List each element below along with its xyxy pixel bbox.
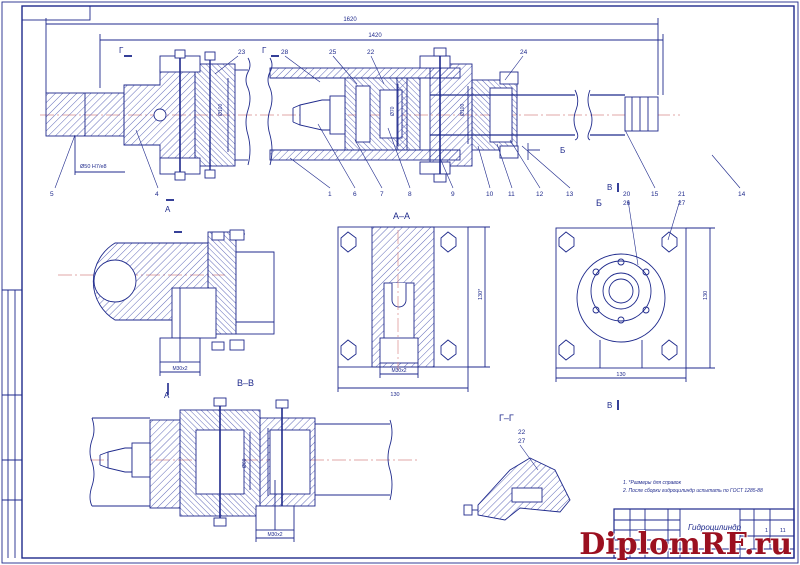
dim-d1: Ø100 <box>218 104 224 116</box>
label-cut-a-top: А <box>165 205 171 214</box>
label-section-gg: Г–Г <box>499 413 514 423</box>
piston-bottom <box>149 419 181 509</box>
balloon-13: 13 <box>566 191 574 198</box>
note-2: 2. После сборки гидроцилиндр испытать по… <box>622 488 763 494</box>
dim-width-2: 130 <box>616 372 625 378</box>
label-arrow-b: Б <box>560 146 565 155</box>
balloon-4: 4 <box>155 191 159 198</box>
piston-nut <box>299 99 331 131</box>
rear-cover <box>194 63 236 167</box>
view-vv <box>58 229 275 395</box>
clevis-eye-bore <box>93 259 137 303</box>
dim-rod-bore: Ø50 H7/e8 <box>80 164 107 170</box>
dim-width-1: 130 <box>390 392 399 398</box>
dim-thread-1: M30x2 <box>172 366 187 372</box>
section-gg <box>463 444 571 521</box>
balloon-7: 7 <box>380 191 384 198</box>
balloon-10: 10 <box>486 191 494 198</box>
balloon-20: 20 <box>623 191 631 198</box>
inner-frame <box>21 5 795 559</box>
end-view-left <box>337 226 490 392</box>
top-stamp <box>21 5 91 21</box>
balloon-28: 28 <box>281 49 289 56</box>
dim-d2: Ø70 <box>390 106 396 116</box>
view-b <box>555 183 715 410</box>
balloon-22: 22 <box>367 49 375 56</box>
balloon-15: 15 <box>651 191 659 198</box>
title-block-name: Гидроцилиндр <box>688 523 742 532</box>
label-view-b: Б <box>596 198 602 208</box>
balloon-24: 24 <box>520 49 528 56</box>
dim-d4: Ø60 <box>242 458 248 468</box>
balloon-21: 21 <box>678 191 686 198</box>
label-section-aa: А–А <box>393 211 410 221</box>
label-cut-g-left: Г <box>119 46 124 55</box>
dim-overall: 1620 <box>343 17 357 23</box>
dim-body: 1420 <box>368 33 382 39</box>
balloon-12: 12 <box>536 191 544 198</box>
left-margin-strip <box>2 289 22 558</box>
label-cut-v-top: В <box>607 183 612 192</box>
main-section-view <box>40 18 741 201</box>
front-cover <box>429 63 473 167</box>
balloon-11: 11 <box>508 191 515 198</box>
end-flange-right <box>555 227 687 369</box>
dim-height-1: 130* <box>478 288 484 300</box>
balloon-6: 6 <box>353 191 357 198</box>
balloon-9: 9 <box>451 191 455 198</box>
label-cut-g-right: Г <box>262 46 267 55</box>
balloon-23: 23 <box>238 49 246 56</box>
title-block-sheet: 1 <box>765 528 768 534</box>
label-section-vv: В–В <box>237 378 254 388</box>
balloon-26: 26 <box>623 200 631 207</box>
balloon-5: 5 <box>50 191 54 198</box>
note-1: 1. *Размеры для справок <box>623 480 682 486</box>
rod-thread-end <box>624 96 659 132</box>
dim-thread-3: M30x2 <box>267 532 282 538</box>
title-block <box>613 508 795 559</box>
balloon-27: 27 <box>678 200 686 207</box>
watermark-logo: DiplomRF.ru <box>579 527 792 562</box>
balloon-gg-27: 27 <box>518 438 526 445</box>
dim-thread-2: M30x2 <box>391 368 406 374</box>
balloon-14: 14 <box>738 191 746 198</box>
label-cut-v-bottom: В <box>607 401 612 410</box>
balloon-8: 8 <box>408 191 412 198</box>
label-cut-a-bottom: А <box>164 391 170 400</box>
balloon-25: 25 <box>329 49 337 56</box>
balloon-1: 1 <box>328 191 332 198</box>
dim-d3: Ø100 <box>460 104 466 116</box>
bottom-section-view <box>89 397 420 542</box>
title-block-sheets: 11 <box>780 528 786 534</box>
balloon-gg-22: 22 <box>518 429 526 436</box>
dim-height-2: 130 <box>703 291 709 300</box>
